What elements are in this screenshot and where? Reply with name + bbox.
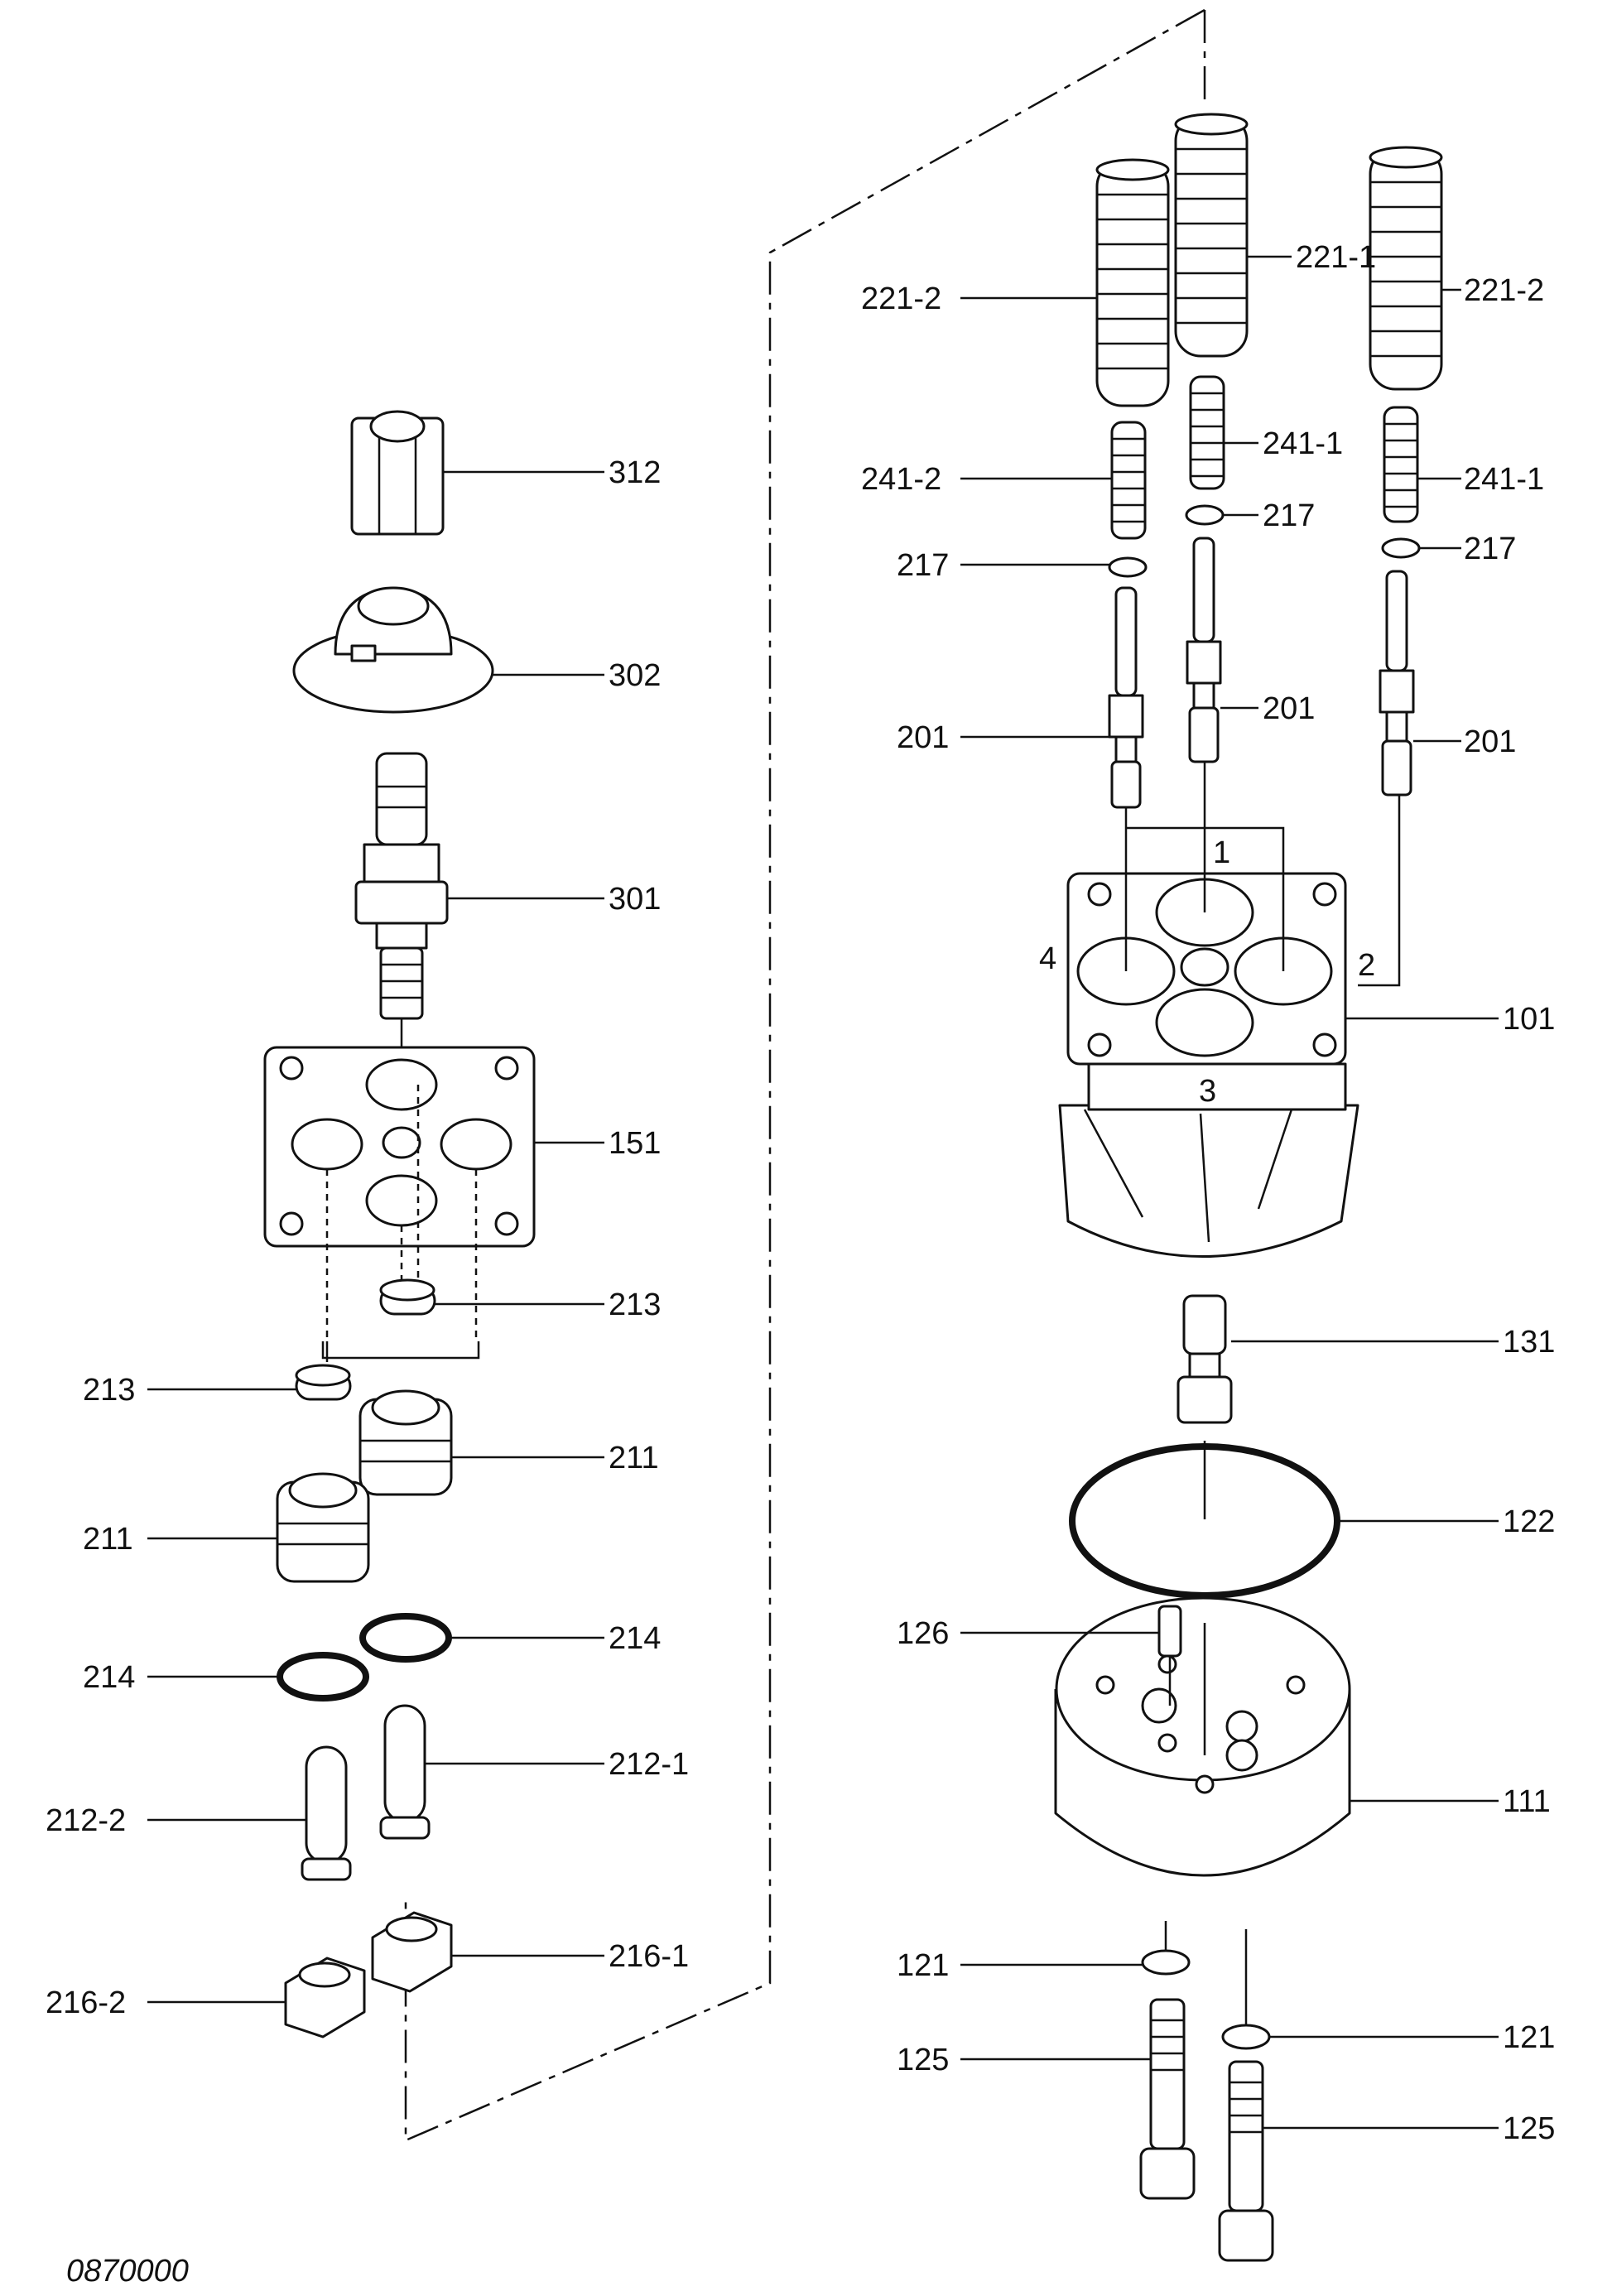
plate-111 bbox=[1054, 1596, 1351, 1877]
label-302: 302 bbox=[609, 658, 661, 693]
part-labels: 221-2 221-1 221-2 241-1 241-2 241-1 217 … bbox=[46, 240, 1555, 2146]
plug-211-upper bbox=[358, 1389, 453, 1496]
washer-217-right bbox=[1381, 537, 1421, 559]
washer-217-center bbox=[1185, 504, 1225, 526]
label-212-2: 212-2 bbox=[46, 1803, 126, 1838]
port-3-label: 3 bbox=[1199, 1074, 1216, 1109]
spring-221-2-left bbox=[1095, 158, 1170, 407]
nut-216-1 bbox=[371, 1911, 453, 1993]
label-125-left: 125 bbox=[897, 2043, 949, 2077]
oring-214-lower bbox=[277, 1652, 369, 1702]
label-126: 126 bbox=[897, 1616, 949, 1651]
spring-241-1-right bbox=[1383, 406, 1419, 523]
label-213-right: 213 bbox=[609, 1288, 661, 1322]
label-131: 131 bbox=[1503, 1325, 1555, 1360]
label-201-left: 201 bbox=[897, 720, 949, 755]
label-241-1-center: 241-1 bbox=[1263, 426, 1343, 461]
label-211-right: 211 bbox=[609, 1441, 659, 1475]
leader-lines bbox=[147, 255, 1499, 2130]
spool-131 bbox=[1177, 1294, 1233, 1424]
pin-126 bbox=[1157, 1605, 1182, 1658]
casing-101 bbox=[1058, 872, 1359, 1258]
label-216-1: 216-1 bbox=[609, 1939, 689, 1974]
joint-301 bbox=[354, 752, 449, 1020]
label-214-right: 214 bbox=[609, 1621, 661, 1656]
pusher-201-center bbox=[1186, 537, 1222, 763]
label-217-left: 217 bbox=[897, 548, 949, 583]
nut-312 bbox=[350, 410, 445, 536]
port-labels: 1 2 3 4 bbox=[1039, 835, 1375, 1109]
label-312: 312 bbox=[609, 455, 661, 490]
plug-211-lower bbox=[276, 1472, 370, 1583]
pusher-201-left bbox=[1108, 586, 1144, 809]
washer-121-left bbox=[1141, 1949, 1191, 1976]
spring-241-2 bbox=[1110, 421, 1147, 540]
bolt-125-left bbox=[1139, 1998, 1196, 2200]
label-301: 301 bbox=[609, 882, 661, 917]
label-214-left: 214 bbox=[83, 1660, 135, 1695]
oring-214-upper bbox=[359, 1613, 452, 1663]
label-201-right: 201 bbox=[1464, 724, 1516, 759]
label-241-1-right: 241-1 bbox=[1464, 462, 1544, 497]
spring-221-1-center bbox=[1174, 113, 1249, 358]
port-2-label: 2 bbox=[1358, 948, 1375, 983]
label-221-2-left: 221-2 bbox=[861, 282, 941, 316]
label-125-right: 125 bbox=[1503, 2111, 1555, 2146]
label-241-2: 241-2 bbox=[861, 462, 941, 497]
phantom-group-line bbox=[404, 8, 1206, 2142]
label-213-left: 213 bbox=[83, 1373, 135, 1408]
label-211-left: 211 bbox=[83, 1522, 133, 1557]
spring-241-1-center bbox=[1189, 375, 1225, 490]
label-121-left: 121 bbox=[897, 1948, 949, 1983]
bolt-125-right bbox=[1218, 2060, 1274, 2262]
spring-221-2-right bbox=[1369, 146, 1443, 391]
port-4-label: 4 bbox=[1039, 941, 1056, 976]
label-212-1: 212-1 bbox=[609, 1747, 689, 1782]
seal-213-upper bbox=[379, 1278, 436, 1316]
plunger-212-1 bbox=[379, 1704, 431, 1840]
nut-216-2 bbox=[284, 1957, 366, 2038]
label-217-right: 217 bbox=[1464, 532, 1516, 566]
label-101: 101 bbox=[1503, 1002, 1555, 1037]
washer-121-right bbox=[1221, 2024, 1271, 2050]
label-216-2: 216-2 bbox=[46, 1986, 126, 2020]
label-151: 151 bbox=[609, 1126, 661, 1161]
reference-code: 0870000 bbox=[66, 2254, 189, 2289]
washer-217-left bbox=[1108, 556, 1148, 578]
plate-302 bbox=[292, 586, 494, 714]
plunger-212-2 bbox=[301, 1745, 352, 1881]
port-1-label: 1 bbox=[1213, 835, 1230, 870]
pusher-201-right bbox=[1379, 570, 1415, 797]
label-121-right: 121 bbox=[1503, 2020, 1555, 2055]
plate-151 bbox=[263, 1046, 536, 1248]
label-201-center: 201 bbox=[1263, 691, 1315, 726]
label-221-2-right: 221-2 bbox=[1464, 273, 1544, 308]
label-111: 111 bbox=[1503, 1784, 1551, 1819]
label-221-1: 221-1 bbox=[1296, 240, 1376, 275]
seal-213-lower bbox=[295, 1364, 352, 1401]
label-217-center: 217 bbox=[1263, 498, 1315, 533]
label-122: 122 bbox=[1503, 1504, 1555, 1539]
port-assignment-lines bbox=[1124, 762, 1401, 987]
